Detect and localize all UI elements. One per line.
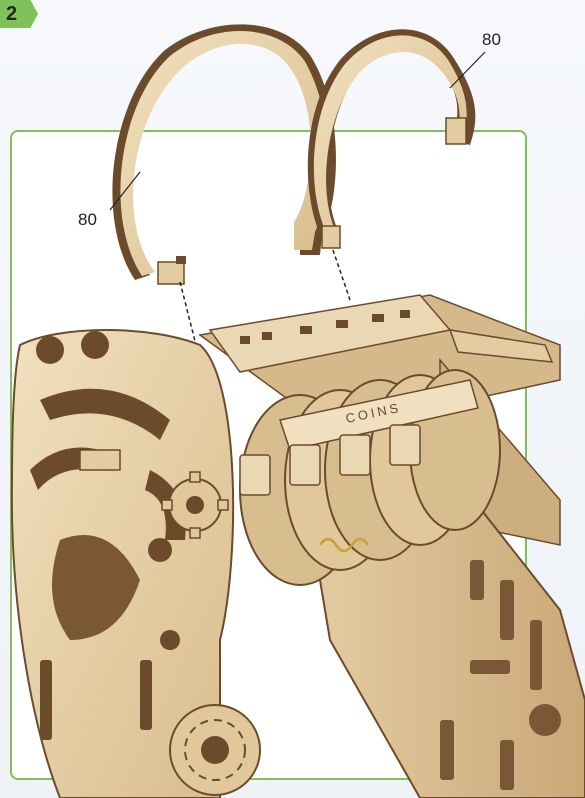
part-callout-right: 80 bbox=[482, 30, 501, 50]
bottom-gear bbox=[170, 705, 260, 795]
assembly-guide-line-right bbox=[333, 250, 350, 300]
assembly-guide-line-left bbox=[180, 282, 196, 345]
mechanism-assembly: COINS bbox=[12, 295, 585, 798]
part-callout-left: 80 bbox=[78, 210, 97, 230]
hook-part-left bbox=[112, 24, 336, 284]
